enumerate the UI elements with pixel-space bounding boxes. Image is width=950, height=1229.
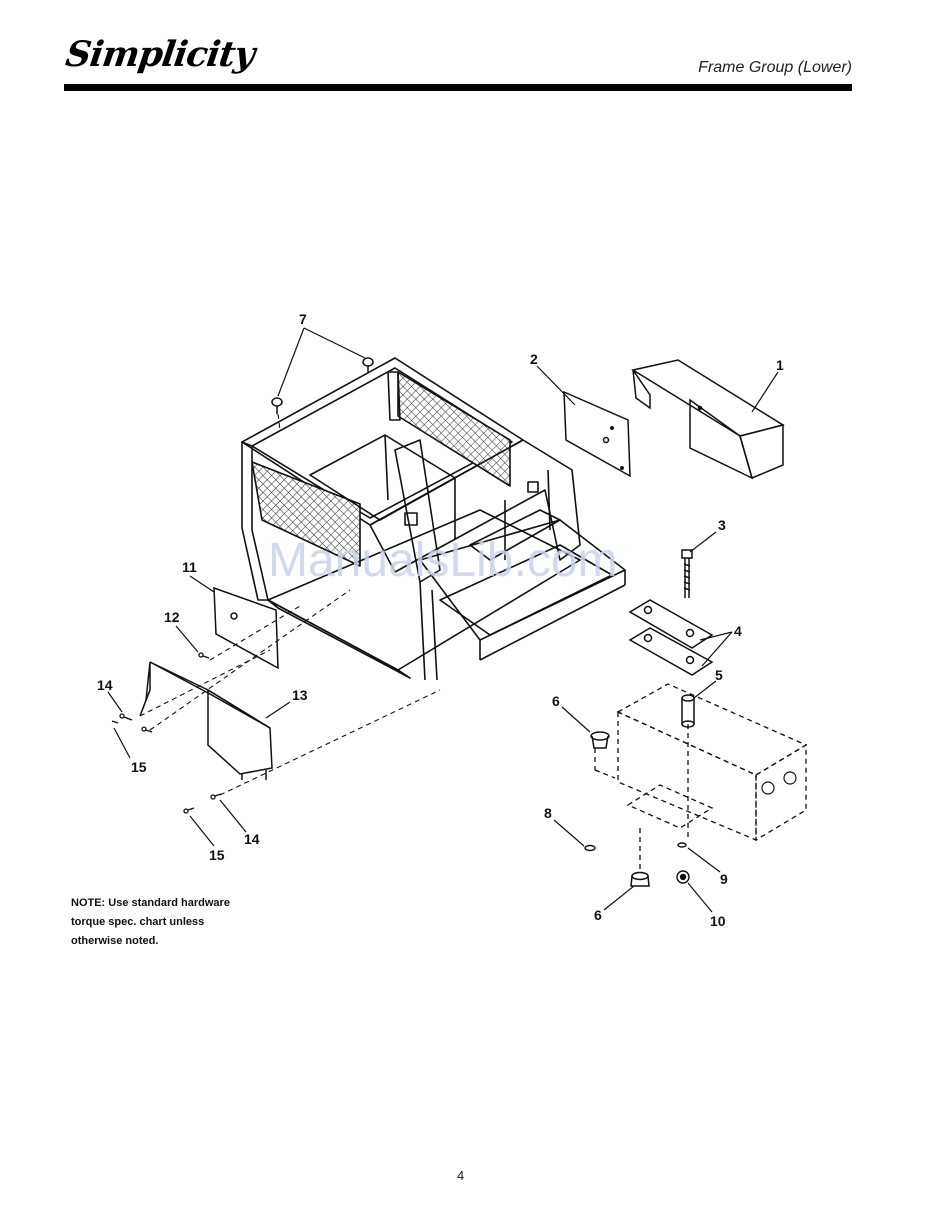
alignment-lines: [140, 414, 440, 795]
callout-5: 5: [715, 667, 723, 683]
part-5-spacer: [682, 695, 694, 727]
part-4-straps: [630, 600, 712, 675]
frame-assembly: [242, 358, 625, 680]
callout-6-upper: 6: [552, 693, 560, 709]
callout-11: 11: [182, 559, 197, 575]
part-1-bracket: [633, 360, 783, 478]
callout-10: 10: [710, 913, 726, 929]
callout-14-lower: 14: [244, 831, 260, 847]
callout-9: 9: [720, 871, 728, 887]
part-6-bushing-lower: [631, 873, 649, 887]
callout-15-lower: 15: [209, 847, 225, 863]
callout-8: 8: [544, 805, 552, 821]
callout-1: 1: [776, 357, 784, 373]
callout-14-left: 14: [97, 677, 113, 693]
page-number: 4: [457, 1168, 464, 1183]
note-line-2: torque spec. chart unless: [71, 913, 261, 932]
callout-15-left: 15: [131, 759, 147, 775]
note-line-1: NOTE: Use standard hardware: [71, 894, 261, 913]
battery-terminals: [762, 772, 796, 794]
callout-7: 7: [299, 311, 307, 327]
part-6-bushing-upper: [591, 732, 609, 748]
part-7-bumpers: [272, 358, 373, 414]
screws: [112, 653, 221, 813]
watermark: ManualsLib.com: [268, 533, 618, 588]
battery-box-outline: [595, 684, 806, 870]
callout-6-lower: 6: [594, 907, 602, 923]
callout-13: 13: [292, 687, 308, 703]
part-13-shield: [140, 662, 272, 780]
small-hardware: [585, 843, 689, 883]
callout-4: 4: [734, 623, 742, 639]
callout-12: 12: [164, 609, 180, 625]
callout-2: 2: [530, 351, 538, 367]
hardware-note: NOTE: Use standard hardware torque spec.…: [71, 894, 261, 951]
part-3-bolt: [682, 550, 692, 598]
note-line-3: otherwise noted.: [71, 932, 261, 951]
callout-3: 3: [718, 517, 726, 533]
